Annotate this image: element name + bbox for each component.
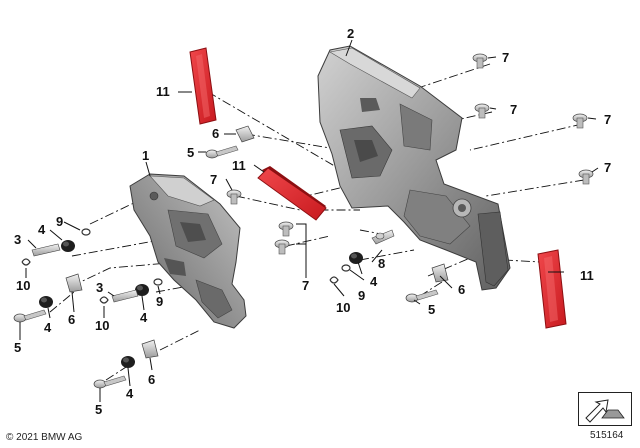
clip-nut-6-right (431, 263, 449, 283)
callout-2: 2 (347, 26, 354, 41)
screw-5-right (405, 289, 439, 303)
callout-4-middle: 4 (140, 310, 148, 325)
grommet-4-a (61, 240, 75, 252)
rivet-7-left (226, 189, 242, 205)
callout-11-left: 11 (156, 84, 170, 99)
callout-5-bottom: 5 (95, 402, 102, 417)
washer-9-a (81, 228, 91, 236)
reflector-left (189, 47, 217, 125)
grommet-4-c (135, 284, 149, 296)
callout-10-left: 10 (16, 278, 30, 293)
screw-5-bottom (93, 375, 127, 389)
washer-9-c (341, 264, 351, 272)
callout-6-right: 6 (458, 282, 465, 297)
rivet-7-center-b (274, 239, 290, 255)
callout-7-second: 7 (510, 102, 517, 117)
grommets (39, 240, 363, 368)
clip-nut-6-left (65, 273, 83, 293)
rivet-7-right-upper (572, 113, 588, 129)
callout-5-right: 5 (428, 302, 435, 317)
callout-9-right: 9 (358, 288, 365, 303)
screw-5-left (13, 309, 47, 323)
callout-6-top: 6 (212, 126, 219, 141)
rivet-7-top (472, 53, 488, 69)
callout-11-middle: 11 (232, 158, 246, 173)
callout-8: 8 (378, 256, 385, 271)
callout-7-left: 7 (210, 172, 217, 187)
callout-6-bottom: 6 (148, 372, 155, 387)
pin-3-b (111, 289, 139, 303)
callout-3-left: 3 (14, 232, 21, 247)
screws (13, 145, 439, 389)
clip-nut-6-bottom (141, 339, 159, 359)
callout-9-left: 9 (56, 214, 63, 229)
callout-9-middle: 9 (156, 294, 163, 309)
callout-3-middle: 3 (96, 280, 103, 295)
rivet-clips (226, 53, 594, 255)
callout-4-lower-left: 4 (44, 320, 52, 335)
washers (21, 228, 351, 304)
rivet-7-center-a (278, 221, 294, 237)
reflector-middle (257, 166, 327, 221)
clip-10-a (21, 258, 31, 266)
callout-7-center: 7 (302, 278, 309, 293)
bracket-lower (129, 173, 247, 329)
callout-10-right: 10 (336, 300, 350, 315)
rivet-7-second (474, 103, 490, 119)
clip-nut-6-top (235, 125, 255, 143)
pins (31, 229, 395, 303)
pin-3-a (31, 243, 61, 257)
copyright-text: © 2021 BMW AG (6, 432, 83, 443)
grommet-4-e (349, 252, 363, 264)
callout-4-upper-left: 4 (38, 222, 46, 237)
callout-4-bottom: 4 (126, 386, 134, 401)
clip-10-c (329, 276, 339, 284)
leader-lines (19, 39, 599, 402)
callout-11-right: 11 (580, 268, 594, 283)
callout-5-left: 5 (14, 340, 21, 355)
callout-5-top: 5 (187, 145, 194, 160)
callout-labels: 1 2 3 3 4 4 4 4 4 5 5 5 5 6 6 6 6 7 7 7 … (14, 26, 611, 417)
callout-7-right-upper: 7 (604, 112, 611, 127)
callout-7-top: 7 (502, 50, 509, 65)
callout-1: 1 (142, 148, 149, 163)
view-arrow-icon (578, 392, 632, 426)
clip-nuts (65, 125, 449, 359)
grommet-4-d (121, 356, 135, 368)
grommet-4-b (39, 296, 53, 308)
assembly-lines (49, 63, 585, 381)
reflector-right (537, 249, 567, 329)
view-navigation-icon[interactable] (578, 392, 632, 426)
callout-10-middle: 10 (95, 318, 109, 333)
screw-5-top (205, 145, 239, 159)
diagram-id: 515164 (590, 430, 624, 441)
housing-upper (317, 45, 511, 291)
washer-9-b (153, 278, 163, 286)
rivet-7-right-lower (578, 169, 594, 185)
callout-4-right: 4 (370, 274, 378, 289)
callout-6-left: 6 (68, 312, 75, 327)
callout-7-right-lower: 7 (604, 160, 611, 175)
clip-10-b (99, 296, 109, 304)
